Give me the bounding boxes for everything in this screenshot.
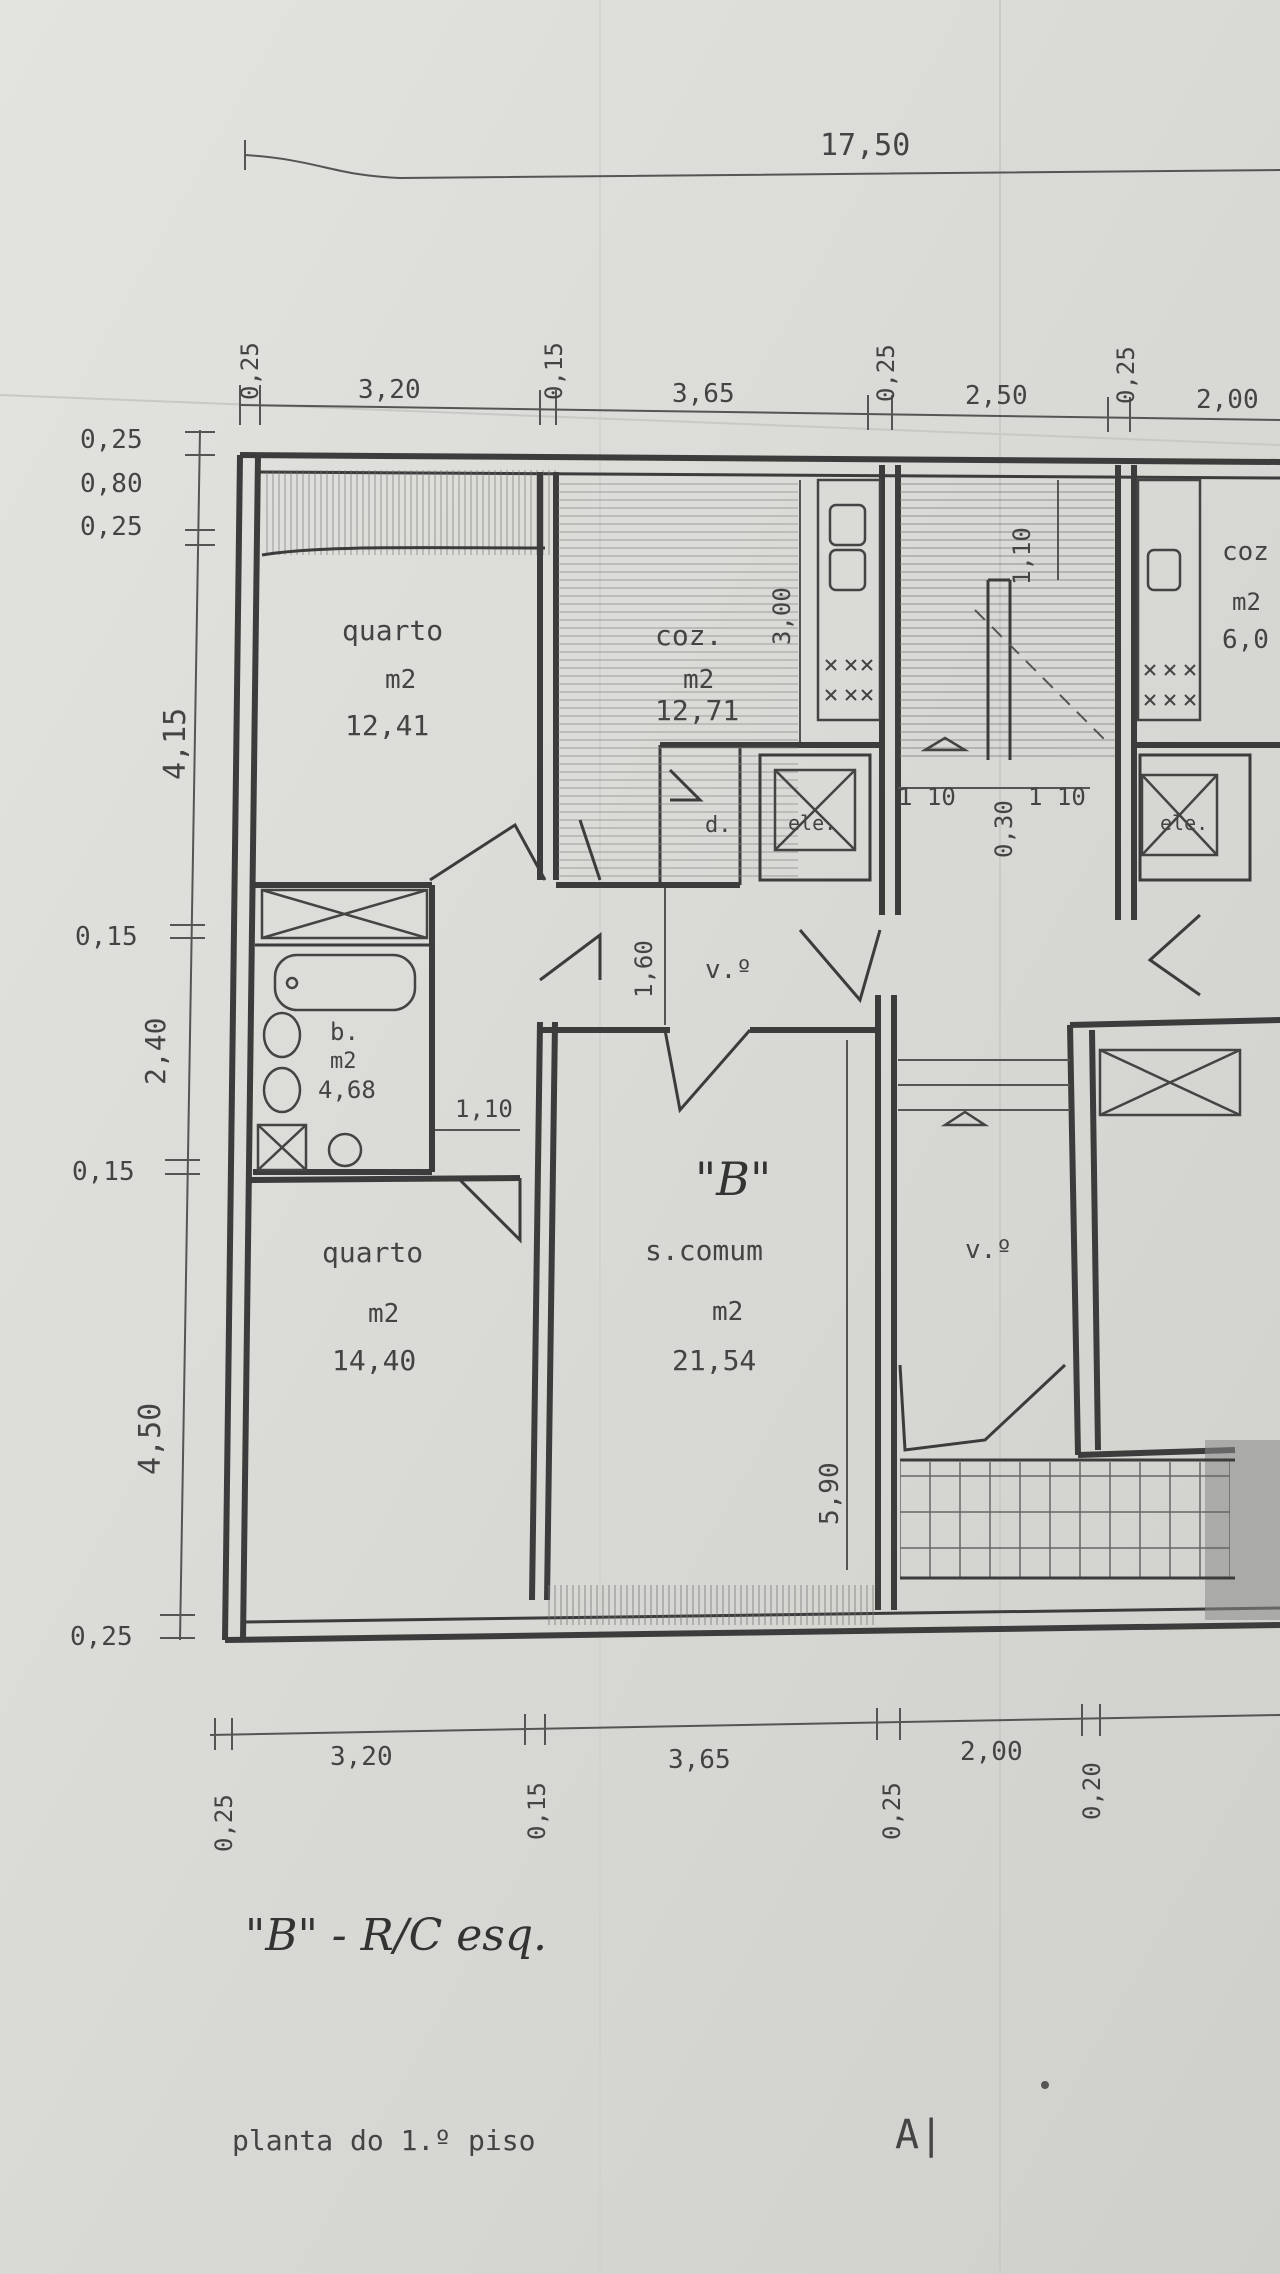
paper-fold — [0, 394, 1280, 446]
room-vestibule-2: v.º — [965, 1235, 1012, 1265]
room-area: 12,71 — [655, 694, 739, 727]
room-bathroom: b. m2 4,68 — [318, 1018, 376, 1104]
room-unit: m2 — [385, 665, 416, 695]
dim-bottom-1: 0,25 — [210, 1794, 238, 1852]
dim-hall-a: 1 10 — [898, 783, 956, 811]
dim-top-wall-3: 0,25 — [872, 344, 900, 402]
dim-sala-depth: 5,90 — [815, 1462, 845, 1525]
room-label: coz — [1222, 537, 1269, 567]
room-elevator-1: ele. — [788, 811, 836, 835]
dim-top-coz: 3,65 — [672, 379, 735, 409]
room-area: 12,41 — [345, 709, 429, 742]
room-quarto-1: quarto m2 12,41 — [342, 614, 443, 742]
dim-left-6: 2,40 — [139, 1018, 172, 1085]
dim-bottom-5: 0,25 — [878, 1782, 906, 1840]
dim-left-1: 0,25 — [80, 425, 143, 455]
dim-bottom-7: 0,20 — [1078, 1762, 1106, 1820]
elevator-shaft — [758, 753, 872, 882]
left-dimension-lines — [160, 429, 215, 1641]
dim-bottom-6: 2,00 — [960, 1737, 1023, 1767]
dim-hall-b: 1 10 — [1028, 783, 1086, 811]
room-unit: m2 — [368, 1299, 399, 1329]
room-label: quarto — [342, 614, 443, 647]
section-marker: A| — [895, 2112, 943, 2158]
room-despensa: d. — [705, 813, 732, 838]
kitchen-counter-2 — [1136, 478, 1202, 722]
dim-left-4: 4,15 — [158, 708, 193, 780]
handwritten-caption: "B" - R/C esq. — [245, 1910, 547, 1961]
dim-bottom-2: 3,20 — [330, 1742, 393, 1772]
bottom-dimension-lines — [209, 1704, 1280, 1750]
room-label: coz. — [655, 619, 722, 652]
dim-bath-door: 1,10 — [455, 1095, 513, 1123]
dim-coz-depth: 3,00 — [768, 587, 796, 645]
room-cozinha-1: coz. m2 12,71 — [655, 619, 739, 727]
dim-top-wall-2: 0,15 — [540, 342, 568, 400]
room-area: 6,0 — [1222, 625, 1269, 655]
room-elevator-2: ele. — [1160, 811, 1208, 835]
dim-left-3: 0,25 — [80, 512, 143, 542]
dim-overall-width: 17,50 — [820, 128, 910, 163]
dim-top-wall-1: 0,25 — [236, 342, 264, 400]
room-label: s.comum — [645, 1234, 763, 1267]
room-area: 4,68 — [318, 1076, 376, 1104]
walls — [222, 452, 1280, 1643]
wardrobe-2 — [1098, 1048, 1242, 1117]
dim-stair-landing: 1,10 — [1008, 527, 1036, 585]
dim-left-9: 0,25 — [70, 1622, 133, 1652]
top-dimension-lines — [239, 140, 1280, 432]
room-cozinha-2: coz m2 6,0 — [1222, 537, 1269, 655]
room-area: 21,54 — [672, 1344, 756, 1377]
room-unit: m2 — [712, 1297, 743, 1327]
room-vestibule-1: v.º — [705, 955, 752, 985]
room-label: quarto — [322, 1236, 423, 1269]
balcony-hatch — [262, 470, 557, 555]
dim-left-7: 0,15 — [72, 1157, 135, 1187]
dim-left-2: 0,80 — [80, 469, 143, 499]
room-unit: m2 — [683, 665, 714, 695]
room-sala-comum: s.comum m2 21,54 — [645, 1234, 763, 1377]
bathroom-fixtures — [256, 953, 417, 1172]
dim-top-quarto: 3,20 — [358, 375, 421, 405]
room-unit: m2 — [1232, 588, 1261, 616]
room-quarto-2: quarto m2 14,40 — [322, 1236, 423, 1377]
room-label: b. — [330, 1018, 359, 1046]
elevator-shaft-2 — [1138, 753, 1252, 882]
ink-dot — [1041, 2081, 1049, 2089]
dim-bottom-4: 3,65 — [668, 1745, 731, 1775]
dim-top-wall-4: 0,25 — [1112, 346, 1140, 404]
wardrobe — [260, 888, 429, 940]
entrance-tiles — [900, 1462, 1230, 1577]
room-unit: m2 — [330, 1049, 357, 1074]
doors — [429, 768, 1202, 1452]
sala-window — [547, 1585, 877, 1625]
room-area: 14,40 — [332, 1344, 416, 1377]
inner-dimension-lines — [435, 480, 1090, 1570]
dim-top-stair: 2,50 — [965, 381, 1028, 411]
dim-left-5: 0,15 — [75, 922, 138, 952]
kitchen-floor-hatch — [558, 478, 798, 878]
plan-title: planta do 1.º piso — [232, 2124, 535, 2157]
dim-hall-gap: 0,30 — [990, 800, 1018, 858]
apartment-mark: "B" — [695, 1152, 771, 1206]
staircase — [898, 480, 1115, 1127]
dim-top-coz2: 2,00 — [1196, 385, 1259, 415]
dim-left-8: 4,50 — [133, 1403, 168, 1475]
dim-bottom-3: 0,15 — [523, 1782, 551, 1840]
kitchen-counter — [816, 478, 882, 722]
dim-vestibule-width: 1,60 — [630, 940, 658, 998]
